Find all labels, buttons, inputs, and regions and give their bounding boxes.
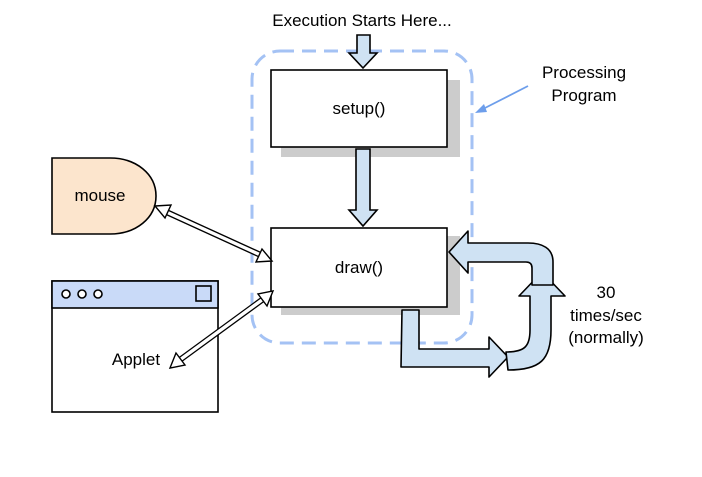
applet-label: Applet xyxy=(111,350,161,369)
applet-titlebar xyxy=(51,280,219,309)
loop-rate-line3: (normally) xyxy=(568,328,644,347)
applet-end-arrowhead xyxy=(168,351,187,369)
loop-top-arrow xyxy=(448,230,554,286)
setup-label: setup() xyxy=(332,99,386,118)
execution-start-label: Execution Starts Here... xyxy=(272,11,452,30)
mouse-label: mouse xyxy=(74,186,126,205)
program-label-line1: Processing xyxy=(541,63,627,82)
loop-rate-line2: times/sec xyxy=(570,306,642,325)
setup-to-draw-arrow xyxy=(347,148,379,228)
window-dot-3 xyxy=(93,289,103,299)
window-dot-2 xyxy=(77,289,87,299)
window-dot-1 xyxy=(61,289,71,299)
mouse-draw-connector xyxy=(161,208,266,259)
draw-label: draw() xyxy=(334,258,384,277)
draw-end-arrowhead-applet xyxy=(256,290,275,308)
loop-rate-line1: 30 xyxy=(596,283,616,302)
loop-arrow xyxy=(400,309,509,378)
program-pointer-line xyxy=(480,85,529,111)
window-maximize-icon xyxy=(195,285,212,302)
draw-end-arrowhead-mouse xyxy=(254,247,274,263)
draw-box xyxy=(270,227,448,308)
applet-draw-connector xyxy=(175,295,268,364)
mouse-end-arrowhead xyxy=(153,204,173,220)
entry-arrow xyxy=(347,34,379,70)
mouse-shape xyxy=(51,157,157,235)
program-label-line2: Program xyxy=(551,86,617,105)
loop-return-arrow xyxy=(505,271,566,371)
program-pointer-arrowhead xyxy=(475,104,487,113)
setup-box xyxy=(270,69,448,148)
